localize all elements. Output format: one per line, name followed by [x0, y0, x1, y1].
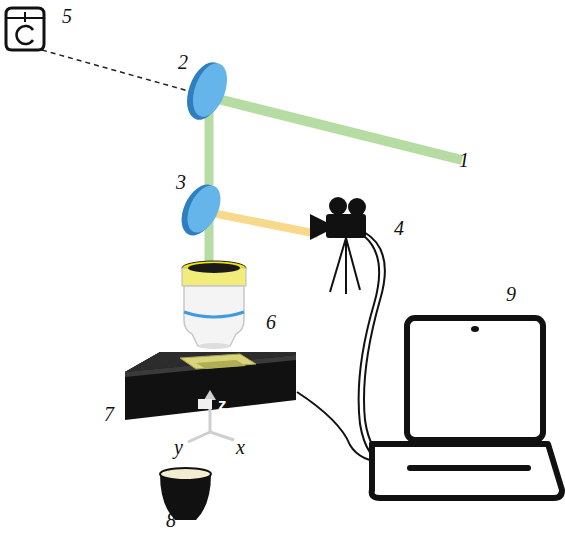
cable — [364, 232, 390, 460]
callout-number: 1 — [459, 150, 469, 170]
callout-number: 8 — [166, 510, 176, 530]
axis-label: z — [218, 396, 227, 413]
xyz-stage — [125, 352, 296, 442]
controller-icon — [6, 8, 44, 50]
callout-number: 3 — [176, 172, 186, 192]
laser-beam — [210, 97, 462, 160]
callout-number: y — [174, 437, 183, 457]
callout-number: x — [236, 437, 245, 457]
cable — [359, 236, 388, 466]
laptop — [372, 318, 562, 498]
callout-number: 5 — [62, 6, 72, 26]
callout-number: 2 — [178, 52, 188, 72]
control-line — [42, 50, 192, 92]
callout-number: 7 — [104, 404, 114, 424]
callout-number: 9 — [506, 284, 516, 304]
camera — [310, 197, 366, 294]
callout-number: 6 — [266, 312, 276, 332]
imaging-beam — [212, 213, 318, 234]
objective-lens — [182, 261, 246, 349]
callout-number: 4 — [394, 218, 404, 238]
